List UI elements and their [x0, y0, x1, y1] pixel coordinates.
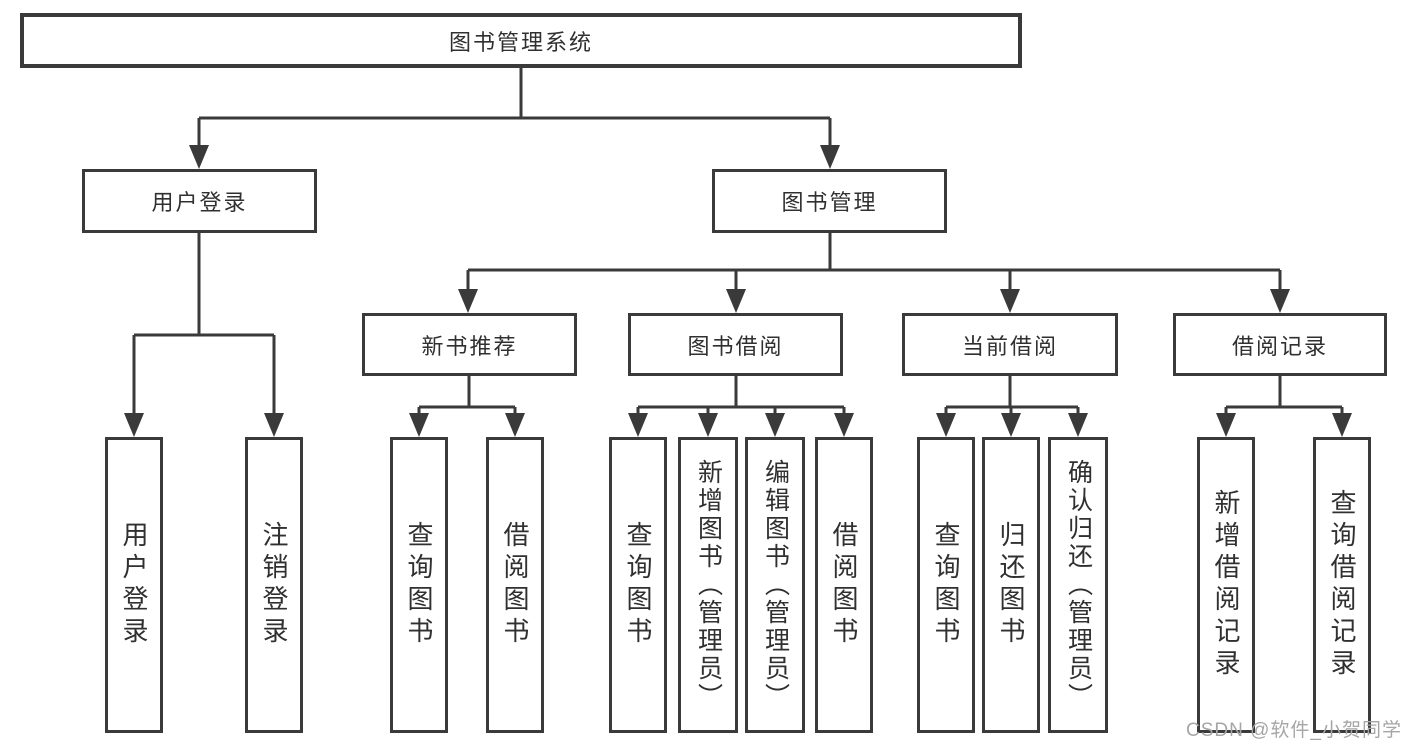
node-user-login-module: 用户登录	[82, 169, 317, 233]
node-new-book-recommend: 新书推荐	[362, 313, 577, 376]
leaf-borrow-books-borrowing: 借阅图书	[815, 437, 873, 733]
connector-new-book-to-leaves	[409, 376, 525, 437]
leaf-add-borrow-record: 新增借阅记录	[1197, 437, 1255, 733]
leaf-return-books: 归还图书	[982, 437, 1040, 733]
leaf-confirm-return-admin: 确认归还（管理员）	[1048, 437, 1108, 733]
leaf-add-book-admin: 新增图书（管理员）	[678, 437, 738, 733]
connector-user-login-to-leaves	[124, 233, 284, 437]
leaf-edit-book-admin: 编辑图书（管理员）	[745, 437, 805, 733]
node-book-borrowing: 图书借阅	[628, 313, 843, 376]
csdn-watermark: CSDN @软件_小贺同学	[1186, 720, 1402, 741]
node-current-borrowing: 当前借阅	[902, 313, 1118, 376]
connector-root-to-level2	[189, 68, 840, 169]
leaf-query-borrow-record: 查询借阅记录	[1313, 437, 1371, 733]
leaf-query-books-recommend: 查询图书	[390, 437, 448, 733]
node-book-management-system: 图书管理系统	[20, 13, 1022, 68]
connector-borrow-record-to-leaves	[1216, 376, 1352, 437]
node-borrowing-records: 借阅记录	[1173, 313, 1387, 376]
leaf-logout: 注销登录	[245, 437, 303, 733]
connector-current-borrow-to-leaves	[936, 376, 1088, 437]
leaf-query-books-borrowing: 查询图书	[609, 437, 667, 733]
connector-book-mgmt-to-level3	[458, 233, 1290, 313]
node-book-management-module: 图书管理	[712, 169, 947, 233]
leaf-user-login: 用户登录	[105, 437, 163, 733]
leaf-borrow-books-recommend: 借阅图书	[486, 437, 544, 733]
leaf-query-books-current: 查询图书	[917, 437, 975, 733]
connector-book-borrow-to-leaves	[628, 376, 854, 437]
